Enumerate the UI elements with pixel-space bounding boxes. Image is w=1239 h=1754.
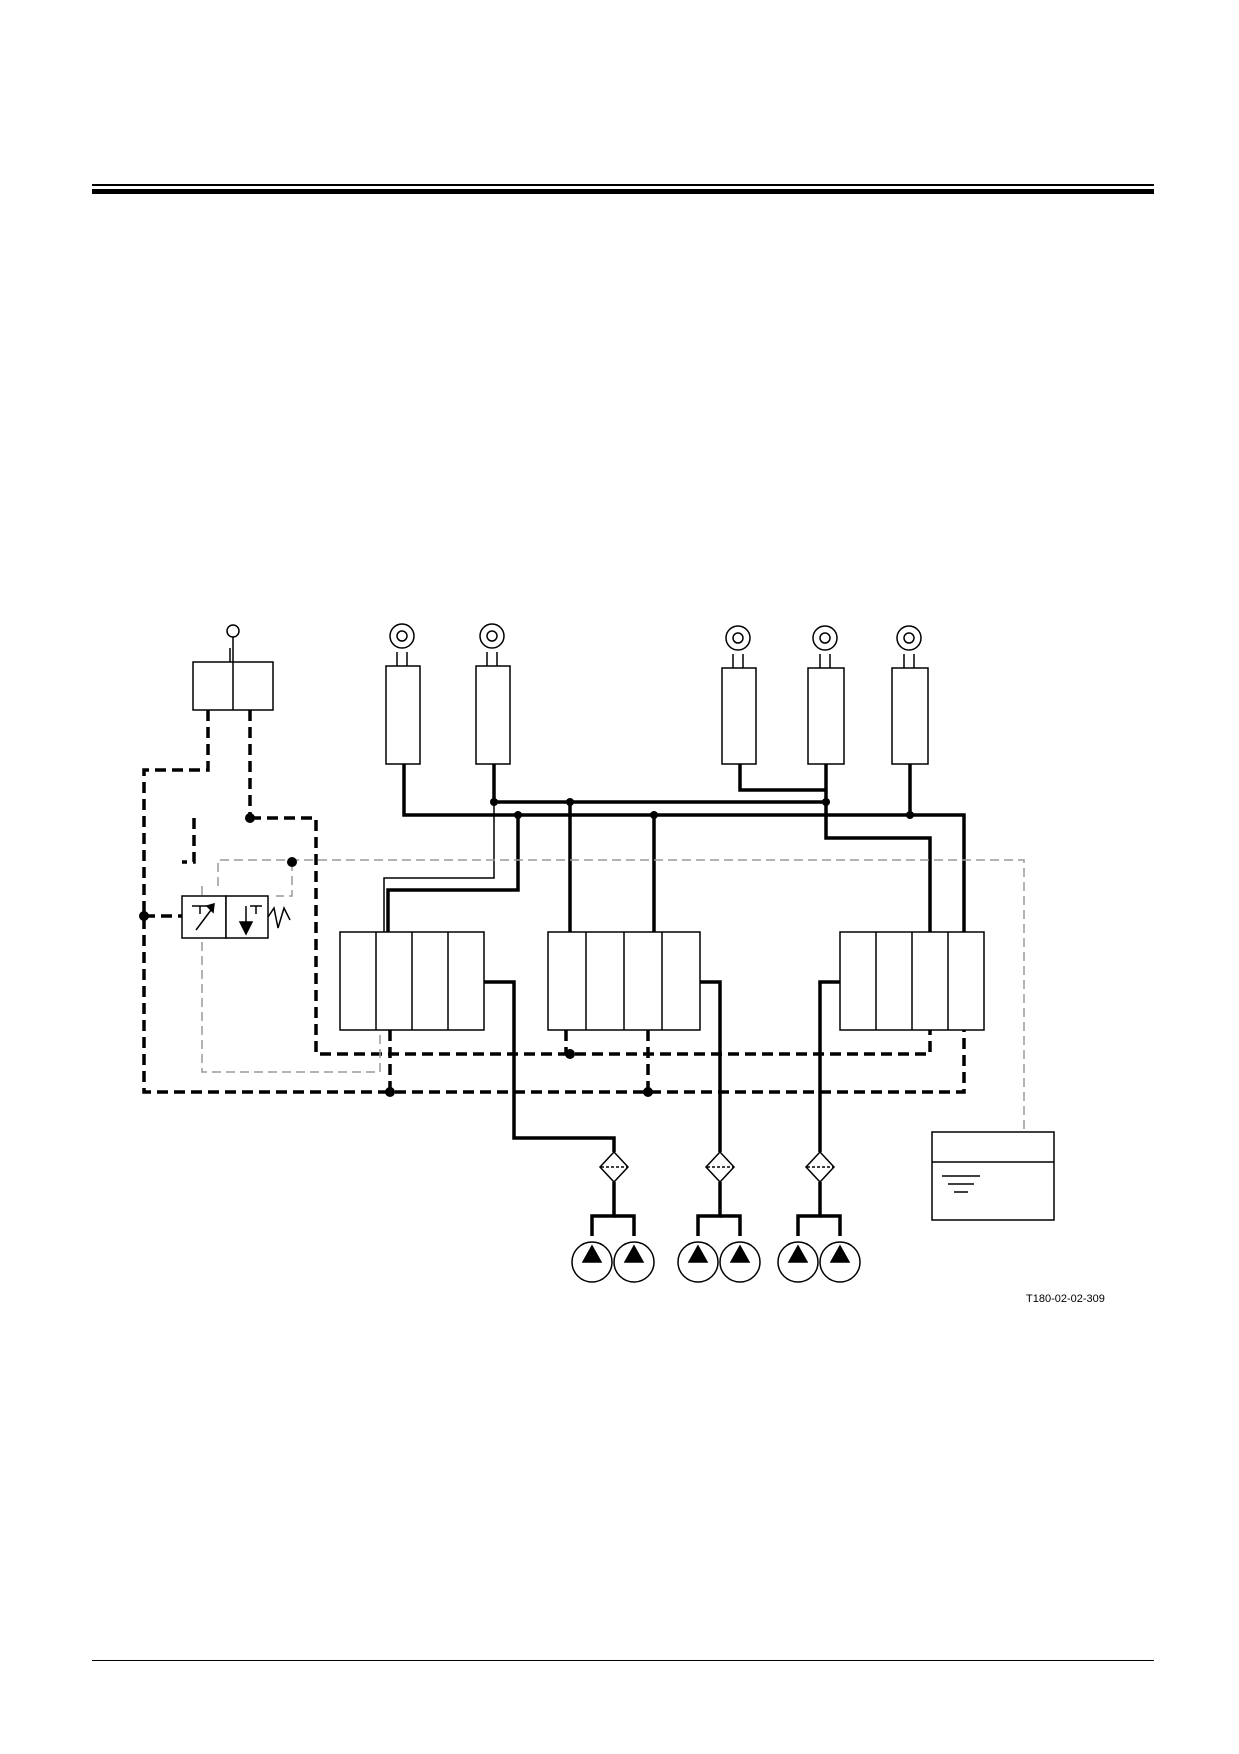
filter-2 bbox=[704, 1150, 736, 1184]
cylinder-1 bbox=[385, 623, 421, 765]
cylinder-4 bbox=[807, 625, 845, 765]
filter-3 bbox=[804, 1150, 836, 1184]
pump-pair-3 bbox=[777, 1241, 861, 1283]
hydraulic-tank bbox=[931, 1131, 1055, 1221]
filter-1 bbox=[598, 1150, 630, 1184]
control-valve-block-b bbox=[547, 931, 701, 1031]
header-rule bbox=[92, 184, 1154, 194]
junction-dots bbox=[139, 798, 914, 1097]
pilot-control-valve bbox=[192, 624, 274, 711]
pilot-lines bbox=[201, 859, 1025, 1192]
control-valve-block-a bbox=[339, 931, 485, 1031]
cylinder-5 bbox=[891, 625, 929, 765]
figure-code: T180-02-02-309 bbox=[1026, 1293, 1105, 1305]
control-valve-block-c bbox=[839, 931, 985, 1031]
cylinder-2 bbox=[475, 623, 511, 765]
pump-pair-1 bbox=[571, 1241, 655, 1283]
return-lines bbox=[142, 710, 966, 1094]
shutoff-valve bbox=[181, 895, 291, 939]
pump-pair-2 bbox=[677, 1241, 761, 1283]
cylinder-3 bbox=[721, 625, 757, 765]
footer-rule bbox=[92, 1660, 1154, 1661]
